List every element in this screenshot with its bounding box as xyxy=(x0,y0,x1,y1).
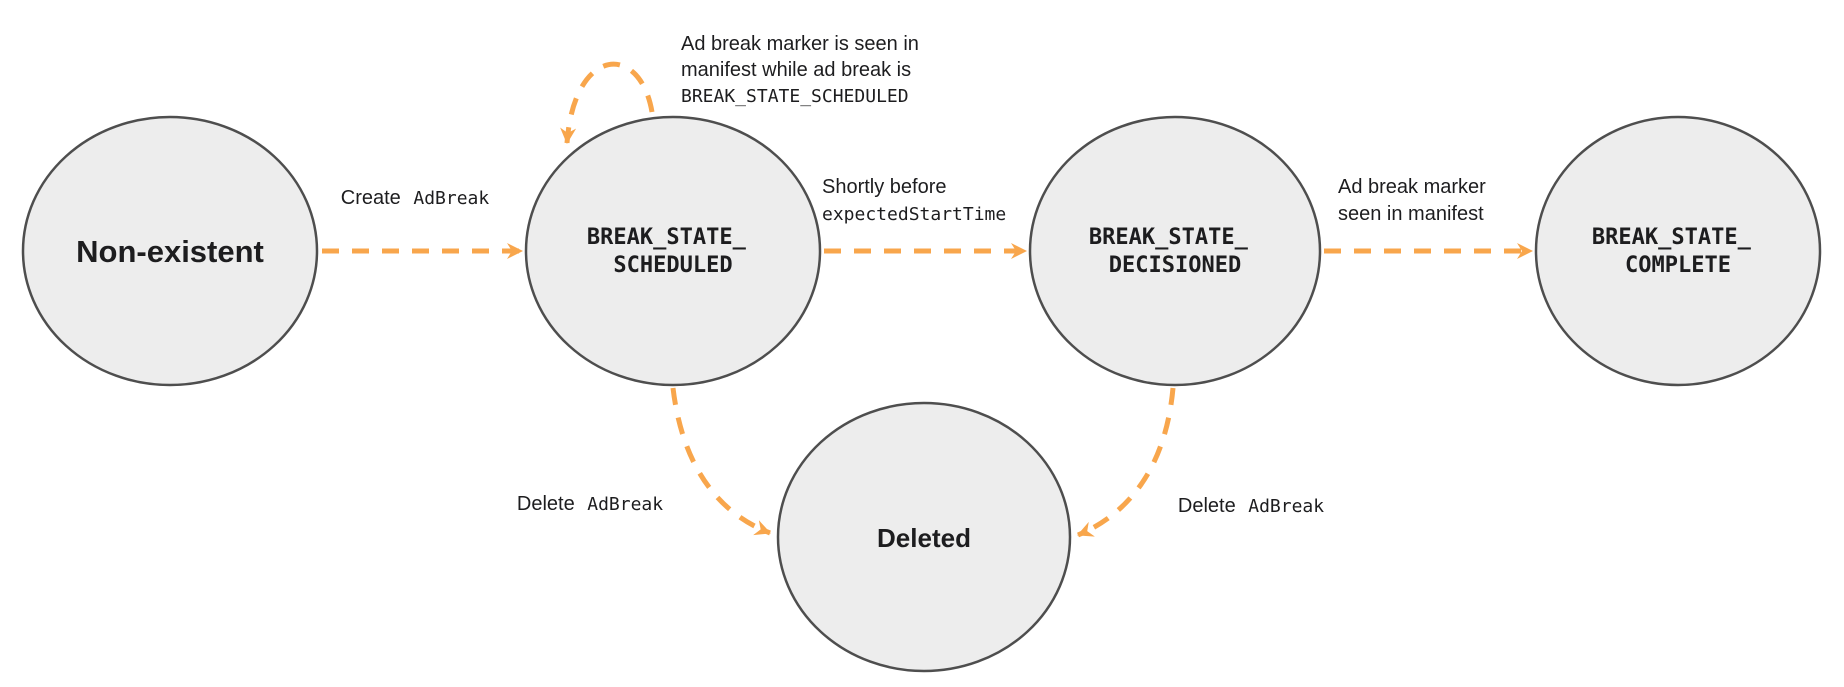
transition-decision-label-plain: Shortly before xyxy=(822,176,947,198)
transition-create-label-plain: Create xyxy=(341,187,401,209)
transition-create-label: Create AdBreak xyxy=(341,187,490,209)
state-label-line: BREAK_STATE_ xyxy=(1592,225,1752,250)
state-label-break-state-decisioned: BREAK_STATE_ DECISIONED xyxy=(1089,225,1261,278)
state-label-break-state-scheduled: BREAK_STATE_ SCHEDULED xyxy=(587,225,759,278)
state-circle-non-existent xyxy=(21,115,319,387)
transition-self-loop-label: Ad break marker is seen in manifest whil… xyxy=(681,33,924,107)
transition-self-loop-label-code: BREAK_STATE_SCHEDULED xyxy=(681,86,909,107)
state-circle-break-state-scheduled xyxy=(524,115,822,387)
transition-decision-label-code: expectedStartTime xyxy=(822,204,1006,225)
state-label-deleted: Deleted xyxy=(877,523,971,553)
transition-delete-scheduled-label-plain: Delete xyxy=(517,493,575,515)
transition-delete-decisioned-arrow xyxy=(1077,387,1176,538)
transition-delete-scheduled-label: Delete AdBreak xyxy=(517,493,663,515)
transition-delete-decisioned-label: Delete AdBreak xyxy=(1178,495,1324,517)
state-label-line: BREAK_STATE_ xyxy=(587,225,747,250)
state-label-line: BREAK_STATE_ xyxy=(1089,225,1249,250)
transition-complete-label-line2: seen in manifest xyxy=(1338,203,1484,225)
transition-decision-label: Shortly before expectedStartTime xyxy=(822,176,1006,225)
state-circle-deleted xyxy=(776,401,1072,673)
transition-delete-scheduled-arrow xyxy=(670,387,771,536)
state-label-line: COMPLETE xyxy=(1625,253,1731,278)
state-label-break-state-complete: BREAK_STATE_ COMPLETE xyxy=(1592,225,1764,278)
transition-create-label-code: AdBreak xyxy=(413,188,489,209)
transition-complete-label: Ad break marker seen in manifest xyxy=(1338,176,1491,225)
state-label-line: SCHEDULED xyxy=(613,253,732,278)
transition-complete-label-line1: Ad break marker xyxy=(1338,176,1486,198)
state-label-non-existent: Non-existent xyxy=(76,234,264,269)
state-label-line: DECISIONED xyxy=(1109,253,1241,278)
state-circle-break-state-complete xyxy=(1534,115,1822,387)
state-circle-break-state-decisioned xyxy=(1028,115,1322,387)
transition-delete-decisioned-label-plain: Delete xyxy=(1178,495,1236,517)
transition-self-loop-arrow xyxy=(560,61,655,144)
transition-self-loop-label-line2: manifest while ad break is xyxy=(681,59,911,81)
transition-self-loop-label-line1: Ad break marker is seen in xyxy=(681,33,919,55)
transition-delete-scheduled-label-code: AdBreak xyxy=(587,494,663,515)
transition-delete-decisioned-label-code: AdBreak xyxy=(1248,496,1324,517)
